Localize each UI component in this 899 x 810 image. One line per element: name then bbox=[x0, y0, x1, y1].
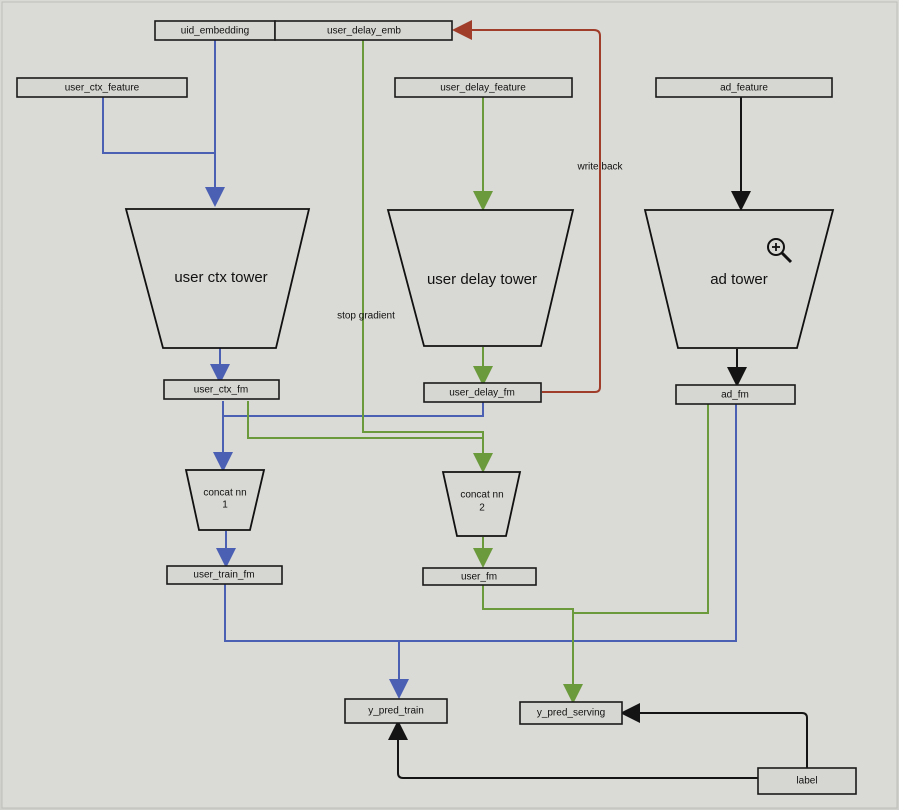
user-fm-to-y-pred-serving-arrow bbox=[482, 584, 583, 704]
user-train-fm-box: user_train_fm bbox=[166, 565, 283, 585]
zoom-in-icon bbox=[767, 238, 793, 264]
ad-fm-box: ad_fm bbox=[675, 384, 796, 405]
user-fm-label: user_fm bbox=[461, 572, 497, 583]
concat-nn-1-label-line1: concat nn bbox=[203, 488, 246, 499]
stop-gradient-flow-arrow bbox=[362, 40, 493, 473]
ad-feature-label: ad_feature bbox=[720, 83, 768, 94]
ad-fm-to-y-pred-serving-line bbox=[573, 404, 709, 614]
user-delay-tower: user delay tower bbox=[386, 209, 575, 347]
user-ctx-fm-to-concat-2-line bbox=[247, 401, 483, 439]
user-delay-emb-box: user_delay_emb bbox=[274, 20, 453, 41]
user-train-fm-to-y-pred-train-arrow bbox=[224, 583, 409, 699]
user-train-fm-label: user_train_fm bbox=[193, 570, 254, 581]
user-fm-box: user_fm bbox=[422, 567, 537, 586]
user-delay-tower-label: user delay tower bbox=[427, 271, 537, 288]
user-delay-feature-box: user_delay_feature bbox=[394, 77, 573, 98]
y-pred-train-label: y_pred_train bbox=[368, 706, 424, 717]
user-delay-fm-to-concat-1-line bbox=[223, 402, 484, 417]
concat-nn-2-label-line1: concat nn bbox=[460, 490, 503, 501]
stop-gradient-label: stop gradient bbox=[337, 311, 395, 322]
label-to-y-pred-train-arrow bbox=[388, 720, 758, 779]
user-ctx-feature-label: user_ctx_feature bbox=[65, 83, 140, 94]
ad-tower: ad tower bbox=[643, 209, 835, 349]
concat-nn-2-tower: concat nn 2 bbox=[441, 471, 522, 537]
write-back-label: write back bbox=[576, 162, 623, 173]
user-ctx-feature-flow-line bbox=[102, 97, 215, 154]
user-delay-emb-label: user_delay_emb bbox=[327, 26, 401, 37]
ad-fm-label: ad_fm bbox=[721, 390, 749, 401]
user-ctx-fm-box: user_ctx_fm bbox=[163, 379, 280, 400]
uid-embedding-label: uid_embedding bbox=[181, 26, 249, 37]
user-delay-fm-label: user_delay_fm bbox=[449, 388, 515, 399]
user-ctx-tower-label: user ctx tower bbox=[174, 269, 267, 286]
concat-nn-1-tower: concat nn 1 bbox=[184, 469, 266, 531]
user-ctx-tower: user ctx tower bbox=[124, 208, 311, 349]
ad-tower-label: ad tower bbox=[710, 271, 768, 288]
user-ctx-fm-label: user_ctx_fm bbox=[194, 385, 248, 396]
y-pred-serving-label: y_pred_serving bbox=[537, 708, 605, 719]
ad-fm-to-y-pred-train-line bbox=[399, 404, 737, 642]
label-to-y-pred-serving-arrow bbox=[620, 703, 808, 768]
label-box: label bbox=[757, 767, 857, 795]
concat-nn-2-label-line2: 2 bbox=[479, 503, 485, 514]
user-ctx-feature-box: user_ctx_feature bbox=[16, 77, 188, 98]
label-box-text: label bbox=[796, 776, 817, 787]
user-delay-feature-label: user_delay_feature bbox=[440, 83, 526, 94]
y-pred-serving-box: y_pred_serving bbox=[519, 701, 623, 725]
concat-nn-1-label-line2: 1 bbox=[222, 500, 228, 511]
write-back-arrow bbox=[452, 20, 601, 393]
user-delay-fm-box: user_delay_fm bbox=[423, 382, 542, 403]
uid-embedding-box: uid_embedding bbox=[154, 20, 276, 41]
y-pred-train-box: y_pred_train bbox=[344, 698, 448, 724]
ad-feature-box: ad_feature bbox=[655, 77, 833, 98]
